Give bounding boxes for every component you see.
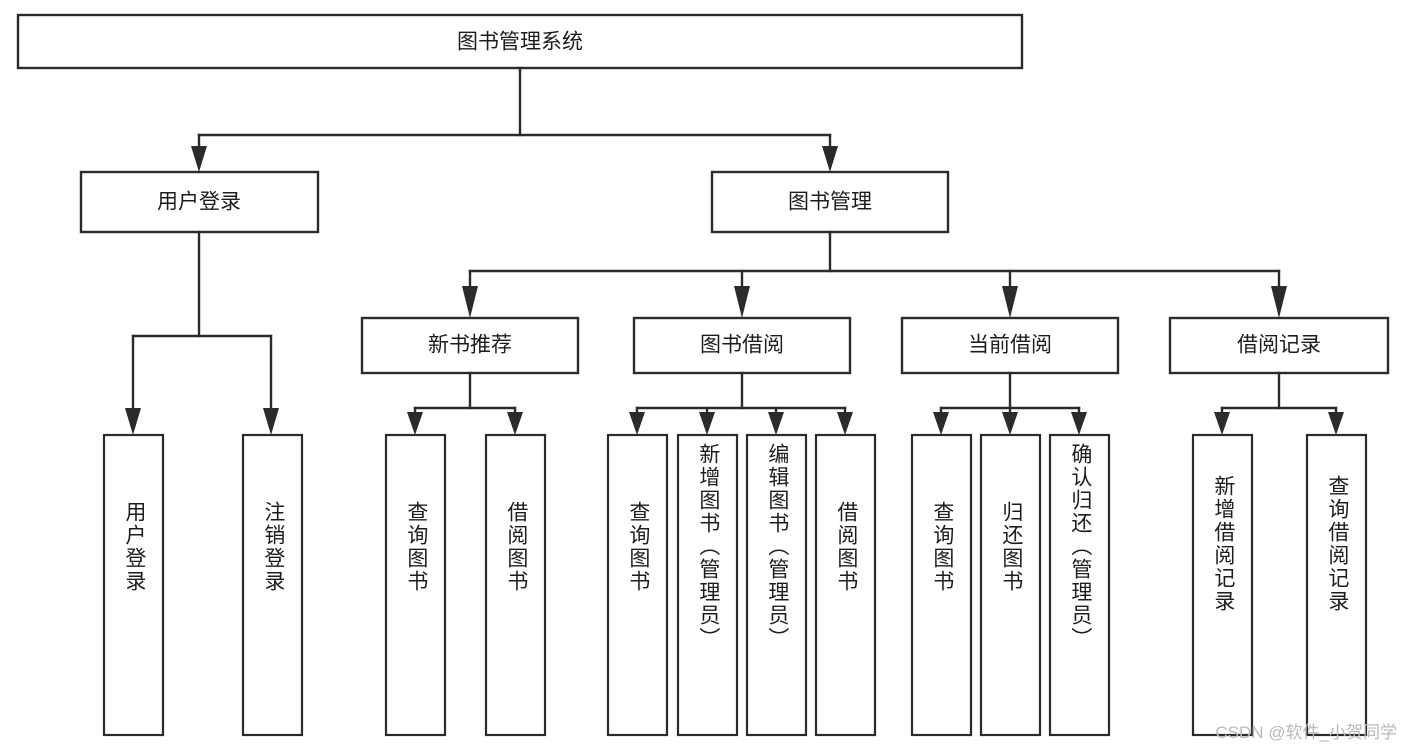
leaf-box-cb-return-book[interactable] (979, 433, 1042, 737)
leaf-box-bw-add-book[interactable] (676, 433, 739, 737)
arrowhead-cb-leaf1 (1002, 412, 1018, 435)
arrowhead-br-leaf1 (1328, 412, 1344, 435)
node-current-borrow-box (900, 316, 1120, 375)
arrowhead-cb-leaf0 (933, 412, 949, 435)
node-user-login[interactable]: 用户登录 (79, 170, 320, 234)
leaf-box-cb-query-book[interactable] (910, 433, 973, 737)
arrowhead-current (1002, 286, 1018, 318)
node-borrow-records[interactable]: 借阅记录 (1168, 316, 1390, 375)
leaf-box-bw-query-book[interactable] (606, 433, 669, 737)
node-book-manage-label: 图书管理 (788, 191, 872, 214)
arrowhead-records (1271, 286, 1287, 318)
node-borrow-records-label: 借阅记录 (1237, 334, 1321, 357)
node-borrow-box (632, 316, 852, 375)
node-borrow-records-box (1168, 316, 1390, 375)
node-user-login-label: 用户登录 (157, 191, 241, 214)
leaf-box-br-add-record[interactable] (1191, 433, 1254, 737)
arrowhead-new-book (462, 286, 478, 318)
node-borrow-label: 图书借阅 (700, 334, 784, 357)
leaf-box-br-query-record[interactable] (1305, 433, 1368, 737)
node-new-book-label: 新书推荐 (428, 334, 512, 357)
leaf-box-nb-borrow-book[interactable] (484, 433, 547, 737)
node-new-book-box (360, 316, 580, 375)
leaf-box-user-login[interactable] (102, 433, 165, 737)
arrowhead-nb-leaf0 (407, 412, 423, 435)
arrowhead-borrow (734, 286, 750, 318)
arrowhead-leaf-user-login (125, 408, 141, 435)
arrowhead-leaf-logout (263, 408, 279, 435)
node-new-book[interactable]: 新书推荐 (360, 316, 580, 375)
arrowhead-nb-leaf1 (507, 412, 523, 435)
arrowhead-br-leaf0 (1214, 412, 1230, 435)
arrowhead-bw-leaf2 (768, 412, 784, 435)
node-root-box (16, 13, 1024, 70)
arrowhead-cb-leaf2 (1071, 412, 1087, 435)
node-current-borrow-label: 当前借阅 (968, 334, 1052, 357)
leaf-box-bw-borrow-book[interactable] (814, 433, 877, 737)
leaf-box-bw-edit-book[interactable] (745, 433, 808, 737)
node-root[interactable]: 图书管理系统 (16, 13, 1024, 70)
node-book-manage[interactable]: 图书管理 (710, 170, 950, 234)
node-root-label: 图书管理系统 (457, 31, 583, 54)
arrowhead-bw-leaf1 (699, 412, 715, 435)
node-borrow[interactable]: 图书借阅 (632, 316, 852, 375)
node-current-borrow[interactable]: 当前借阅 (900, 316, 1120, 375)
arrowhead-bw-leaf0 (629, 412, 645, 435)
arrowhead-bw-leaf3 (837, 412, 853, 435)
arrowhead-user-login (191, 146, 207, 172)
leaf-box-logout[interactable] (241, 433, 304, 737)
leaf-box-cb-confirm-return[interactable] (1048, 433, 1111, 737)
leaf-box-nb-query-book[interactable] (384, 433, 447, 737)
node-book-manage-box (710, 170, 950, 234)
arrowhead-book-manage (822, 146, 838, 172)
